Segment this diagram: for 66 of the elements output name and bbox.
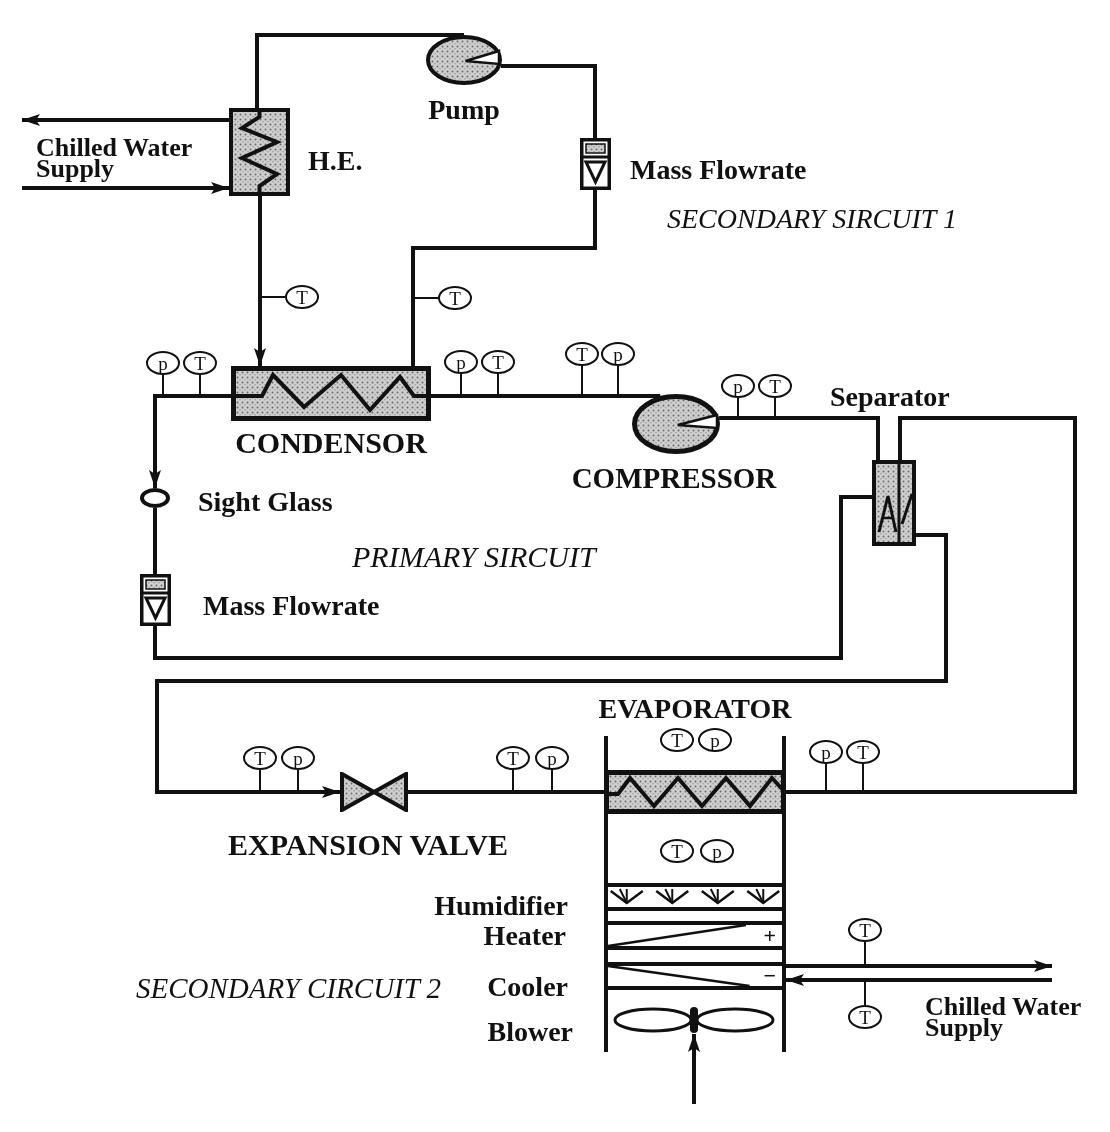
component-label: Humidifier	[434, 891, 568, 922]
instrument-bubble: T	[848, 1005, 882, 1029]
sensor-stem	[737, 397, 739, 419]
instrument-bubble: T	[660, 728, 694, 752]
component-label: Separator	[830, 382, 950, 413]
component-label: EXPANSION VALVE	[228, 828, 508, 861]
sensor-stem	[825, 763, 827, 793]
sensor-stem	[199, 374, 201, 397]
flow-arrow	[22, 114, 229, 126]
pipe-line	[500, 64, 597, 138]
flow-arrow	[149, 394, 231, 488]
sensor-stem	[412, 297, 439, 299]
pipe-line	[411, 190, 597, 366]
sensor-stem	[460, 373, 462, 397]
component-label: Cooler	[487, 972, 568, 1003]
sensor-stem	[297, 769, 299, 793]
component-label: Blower	[487, 1017, 573, 1048]
circuit-label: SECONDARY CIRCUIT 2	[136, 973, 442, 1005]
pipe-line	[431, 394, 661, 398]
flow-arrow	[155, 533, 948, 798]
instrument-bubble: T	[565, 342, 599, 366]
instrument-bubble: T	[285, 285, 319, 309]
pipe-line	[153, 495, 872, 660]
sensor-stem	[551, 769, 553, 793]
flow-arrow	[688, 1034, 700, 1104]
instrument-bubble: T	[438, 286, 472, 310]
sensor-stem	[162, 374, 164, 397]
sensor-stem	[259, 769, 261, 793]
component-label: EVAPORATOR	[598, 694, 792, 725]
instrument-bubble: T	[758, 374, 792, 398]
pipe-line	[153, 508, 157, 574]
instrument-bubble: T	[496, 746, 530, 770]
component-label: H.E.	[308, 146, 363, 177]
sensor-stem	[497, 373, 499, 397]
component-label: Heater	[483, 921, 566, 952]
sensor-stem	[862, 763, 864, 793]
instrument-bubble: T	[243, 746, 277, 770]
flow-arrow	[254, 196, 266, 366]
minus-sign: −	[763, 965, 776, 987]
sensor-stem	[774, 397, 776, 419]
component-label: CONDENSOR	[235, 426, 427, 459]
flow-arrow	[22, 182, 229, 194]
component-label: Mass Flowrate	[630, 155, 807, 186]
sensor-stem	[581, 365, 583, 397]
component-label: Sight Glass	[198, 487, 333, 518]
flow-arrow	[786, 960, 1052, 972]
circuit-label: SECONDARY SIRCUIT 1	[667, 204, 957, 235]
sensor-stem	[864, 941, 866, 967]
plus-sign: +	[763, 924, 776, 947]
instrument-bubble: T	[183, 351, 217, 375]
pipe-line	[786, 416, 1077, 794]
sensor-stem	[259, 296, 286, 298]
component-label: Pump	[428, 95, 500, 126]
sensor-stem	[512, 769, 514, 793]
instrument-bubble: T	[848, 918, 882, 942]
instrument-bubble: T	[660, 839, 694, 863]
circuit-label: PRIMARY SIRCUIT	[352, 540, 596, 573]
pipe-line	[255, 33, 464, 108]
component-label: COMPRESSOR	[571, 463, 777, 495]
instrument-bubble: T	[481, 350, 515, 374]
instrument-bubble: T	[846, 740, 880, 764]
flow-arrow	[786, 974, 1052, 986]
sensor-stem	[864, 979, 866, 1006]
component-label: Mass Flowrate	[203, 591, 380, 622]
sensor-stem	[617, 365, 619, 397]
pipe-line	[719, 416, 880, 460]
